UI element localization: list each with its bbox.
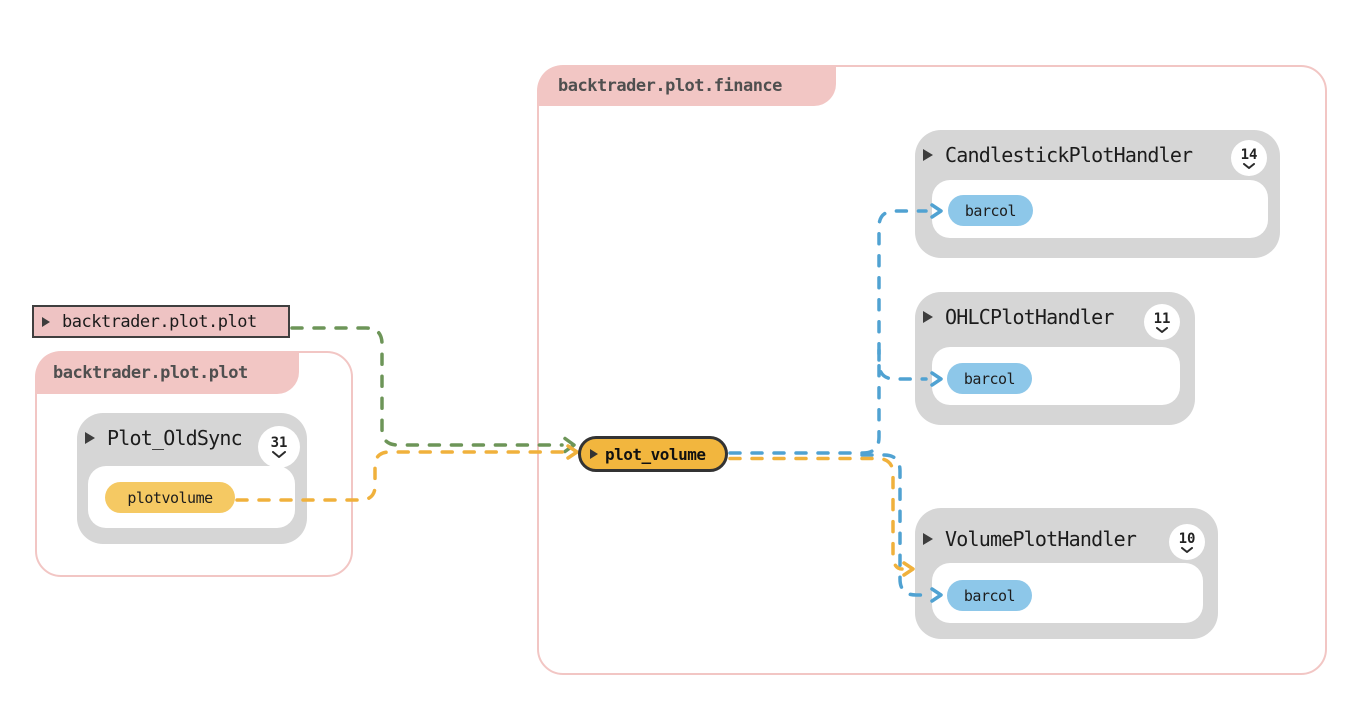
field-label: barcol [963, 369, 1016, 388]
collapse-triangle-icon[interactable] [85, 432, 95, 444]
node-body: plotvolume [88, 466, 295, 528]
field-pill-barcol[interactable]: barcol [947, 363, 1032, 394]
node-title: OHLCPlotHandler [945, 305, 1114, 329]
file-label-backtrader-plot-plot[interactable]: backtrader.plot.plot [32, 305, 290, 338]
class-node-plot-oldsync[interactable]: Plot_OldSync 31 plotvolume [77, 413, 307, 544]
module-title: backtrader.plot.finance [558, 76, 782, 96]
collapse-triangle-icon[interactable] [923, 311, 933, 323]
node-body: barcol [932, 180, 1268, 238]
badge-count: 10 [1178, 530, 1196, 547]
node-title: VolumePlotHandler [945, 527, 1137, 551]
badge-count: 14 [1240, 146, 1258, 163]
class-node-ohlcplothandler[interactable]: OHLCPlotHandler 11 barcol [915, 292, 1195, 425]
collapse-triangle-icon[interactable] [923, 149, 933, 161]
node-body: barcol [932, 563, 1203, 623]
class-node-volumeplothandler[interactable]: VolumePlotHandler 10 barcol [915, 508, 1218, 639]
expand-chevron-icon [1181, 546, 1193, 553]
node-header[interactable]: Plot_OldSync [77, 413, 307, 463]
member-count-badge[interactable]: 14 [1231, 140, 1267, 176]
field-pill-plotvolume[interactable]: plotvolume [105, 482, 235, 513]
node-title: CandlestickPlotHandler [945, 143, 1193, 167]
node-label: plot_volume [605, 444, 706, 464]
module-tab: backtrader.plot.finance [538, 66, 836, 106]
node-header[interactable]: OHLCPlotHandler [915, 292, 1195, 342]
module-title: backtrader.plot.plot [53, 363, 248, 383]
field-label: plotvolume [127, 488, 213, 507]
field-pill-barcol[interactable]: barcol [947, 580, 1032, 611]
module-tab: backtrader.plot.plot [36, 352, 299, 394]
class-node-candlestickplothandler[interactable]: CandlestickPlotHandler 14 barcol [915, 130, 1280, 258]
node-header[interactable]: VolumePlotHandler [915, 514, 1218, 564]
node-header[interactable]: CandlestickPlotHandler [915, 130, 1280, 180]
node-title: Plot_OldSync [107, 426, 243, 450]
member-count-badge[interactable]: 11 [1144, 304, 1180, 340]
field-label: barcol [963, 586, 1016, 605]
highlighted-node-plot-volume[interactable]: plot_volume [578, 436, 728, 472]
collapse-triangle-icon[interactable] [42, 316, 50, 327]
badge-count: 11 [1153, 310, 1171, 327]
collapse-triangle-icon[interactable] [590, 449, 598, 459]
expand-chevron-icon [272, 451, 286, 458]
member-count-badge[interactable]: 10 [1169, 524, 1205, 560]
collapse-triangle-icon[interactable] [923, 533, 933, 545]
file-label-text: backtrader.plot.plot [62, 311, 257, 332]
field-label: barcol [964, 201, 1017, 220]
node-body: barcol [932, 347, 1180, 405]
field-pill-barcol[interactable]: barcol [948, 195, 1033, 226]
member-count-badge[interactable]: 31 [258, 426, 300, 468]
expand-chevron-icon [1243, 162, 1255, 169]
badge-count: 31 [270, 435, 288, 451]
expand-chevron-icon [1156, 326, 1168, 333]
